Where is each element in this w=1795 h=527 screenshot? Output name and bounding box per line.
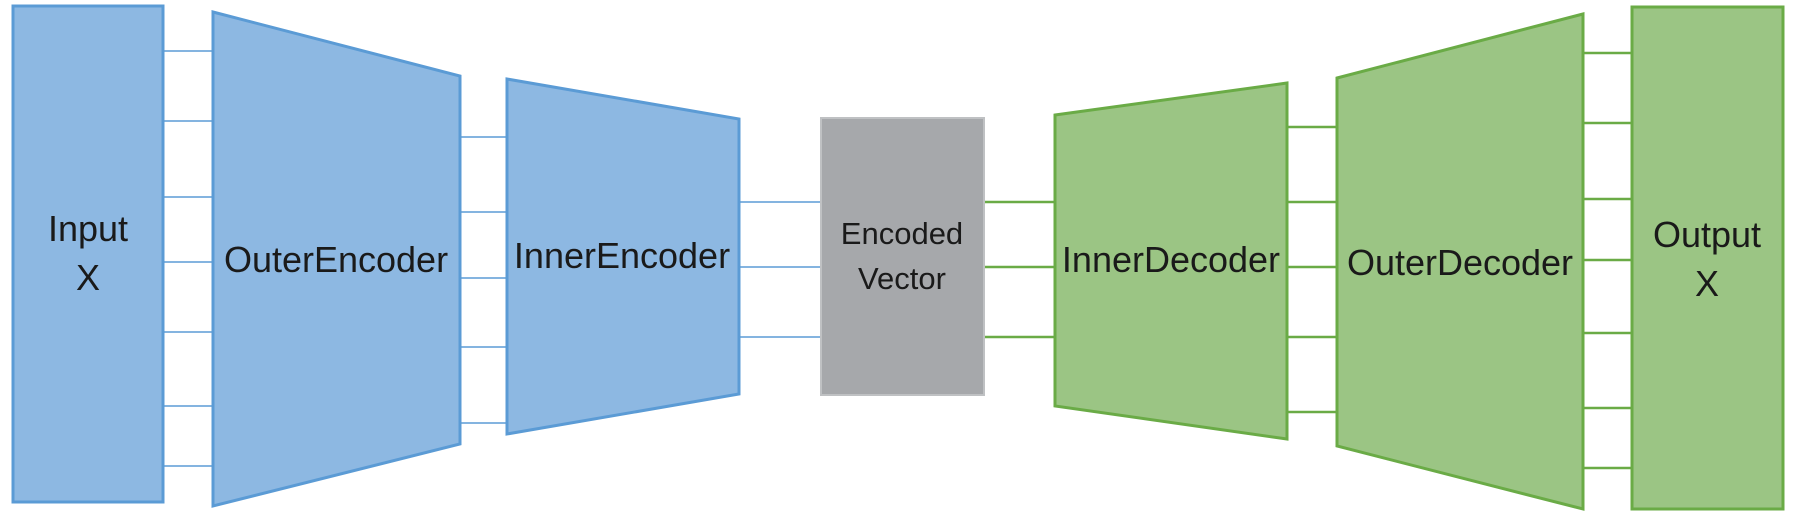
encoded-label: Encoded <box>841 216 963 251</box>
connectors-inner-outer-decoder <box>1288 125 1336 414</box>
connectors-outer-inner-encoder <box>461 136 506 424</box>
input-block <box>11 4 165 504</box>
outer-encoder-block <box>211 10 462 508</box>
outer-decoder-label: OuterDecoder <box>1347 242 1573 283</box>
connectors-inner-encoder-vector <box>740 201 820 338</box>
output-block <box>1630 5 1785 511</box>
inner-encoder-block <box>505 77 741 436</box>
input-x-label: X <box>76 257 100 298</box>
inner-encoder-label: InnerEncoder <box>514 235 730 276</box>
vector-label: Vector <box>858 261 946 296</box>
output-x-label: X <box>1695 263 1719 304</box>
connectors-vector-inner-decoder <box>985 200 1054 339</box>
connectors-input-outer-encoder <box>164 50 212 467</box>
outer-encoder-label: OuterEncoder <box>224 239 448 280</box>
output-label: Output <box>1653 214 1761 255</box>
encoded-vector-block <box>820 117 985 396</box>
inner-decoder-label: InnerDecoder <box>1062 239 1280 280</box>
input-label: Input <box>48 208 128 249</box>
connectors-outer-decoder-output <box>1584 51 1631 470</box>
inner-decoder-block <box>1053 81 1289 441</box>
outer-decoder-block <box>1335 12 1585 511</box>
